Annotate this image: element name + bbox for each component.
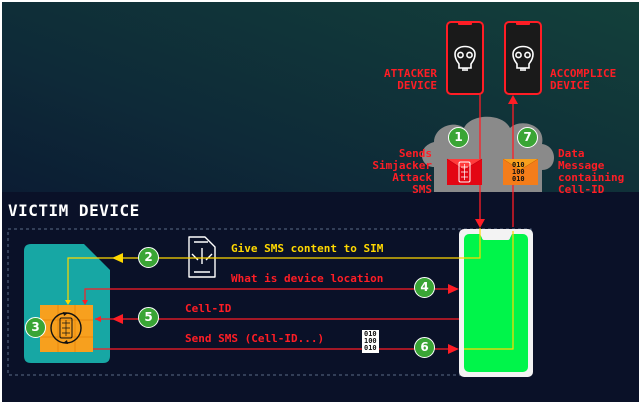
accomplice-label-line2: DEVICE bbox=[550, 79, 590, 92]
attacker-phone bbox=[446, 21, 484, 95]
caption-line: Sends bbox=[398, 147, 432, 160]
victim-phone bbox=[459, 229, 533, 377]
binary-row: 010 bbox=[512, 175, 525, 183]
binary-row: 010 bbox=[364, 344, 377, 352]
step-4-text: What is device location bbox=[231, 272, 384, 285]
data-message-caption: Data Message containing Cell-ID bbox=[558, 148, 624, 196]
binary-row: 010 bbox=[512, 161, 525, 169]
step-badge-3: 3 bbox=[25, 317, 46, 338]
arrow-left-icon bbox=[112, 253, 123, 263]
step-badge-1: 1 bbox=[448, 127, 469, 148]
arrow-left-icon bbox=[112, 314, 123, 324]
data-message-envelope bbox=[502, 158, 539, 185]
binary-row: 010 bbox=[364, 330, 377, 338]
caption-line: containing bbox=[558, 171, 625, 184]
skull-icon bbox=[454, 45, 476, 71]
victim-device-title: VICTIM DEVICE bbox=[8, 201, 140, 220]
accomplice-device-label: ACCOMPLICE DEVICE bbox=[550, 68, 616, 92]
step-badge-6: 6 bbox=[414, 337, 435, 358]
attacker-device-label: ATTACKER DEVICE bbox=[364, 68, 437, 92]
arrow-left-icon bbox=[95, 316, 101, 322]
flow-binary: 010 100 010 bbox=[362, 330, 379, 353]
arrow-right-icon bbox=[448, 344, 459, 354]
sim-chip bbox=[40, 305, 93, 352]
binary-row: 100 bbox=[364, 337, 377, 345]
step-badge-7: 7 bbox=[517, 127, 538, 148]
arrow-up-icon bbox=[508, 95, 518, 104]
step-badge-5: 5 bbox=[138, 307, 159, 328]
caption-line: Simjacker bbox=[372, 159, 432, 172]
skull-icon bbox=[512, 45, 534, 71]
location-request-line bbox=[84, 288, 450, 303]
binary-row: 100 bbox=[512, 168, 525, 176]
step-badge-2: 2 bbox=[138, 247, 159, 268]
step-5-text: Cell-ID bbox=[185, 302, 232, 315]
attack-sms-envelope bbox=[446, 158, 483, 185]
step-6-text: Send SMS (Cell-ID...) bbox=[185, 332, 325, 345]
caption-line: Data bbox=[558, 147, 585, 160]
arrow-right-icon bbox=[448, 284, 459, 294]
envelope-binary: 010 100 010 bbox=[512, 162, 525, 183]
caption-line: SMS bbox=[412, 183, 432, 196]
accomplice-phone bbox=[504, 21, 542, 95]
step-badge-4: 4 bbox=[414, 277, 435, 298]
caption-line: Message bbox=[558, 159, 605, 172]
arrow-down-icon bbox=[475, 219, 485, 228]
arrow-down-icon bbox=[65, 300, 71, 305]
attacker-label-line2: DEVICE bbox=[397, 79, 437, 92]
caption-line: Cell-ID bbox=[558, 183, 605, 196]
caption-line: Attack bbox=[392, 171, 432, 184]
sim-card-icon bbox=[188, 236, 216, 278]
attacker-label-line1: ATTACKER bbox=[384, 67, 437, 80]
give-sms-line bbox=[67, 228, 481, 303]
arrow-down-icon bbox=[82, 300, 88, 305]
accomplice-label-line1: ACCOMPLICE bbox=[550, 67, 617, 80]
relay-line bbox=[464, 231, 514, 350]
sends-attack-caption: Sends Simjacker Attack SMS bbox=[357, 148, 432, 196]
step-2-text: Give SMS content to SIM bbox=[231, 242, 384, 255]
